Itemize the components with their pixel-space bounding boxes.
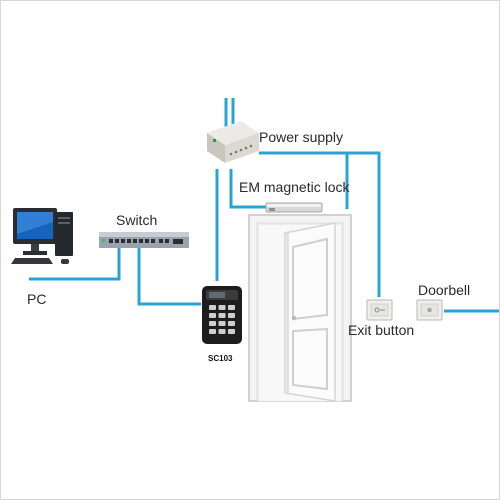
power-to-exit-wire (259, 151, 381, 297)
doorbell-icon (416, 299, 443, 321)
exit-button-icon (366, 299, 393, 321)
pc-to-switch-wire (29, 248, 121, 281)
pc-label: PC (27, 291, 47, 307)
power-supply-label: Power supply (259, 129, 344, 145)
doorbell-label: Doorbell (418, 282, 471, 298)
model-label: SC103 (208, 354, 233, 363)
door-icon (248, 214, 352, 402)
network-switch-icon (99, 232, 189, 248)
switch-to-keypad-wire (137, 248, 201, 306)
power-to-lock-wire (229, 169, 269, 209)
exit-button-label: Exit button (348, 322, 415, 338)
em-lock-label: EM magnetic lock (239, 179, 350, 195)
power-supply-icon (207, 121, 259, 163)
computer-icon (11, 208, 73, 264)
keypad-icon (202, 286, 242, 344)
switch-label: Switch (116, 212, 158, 228)
magnetic-lock-icon (265, 202, 323, 213)
